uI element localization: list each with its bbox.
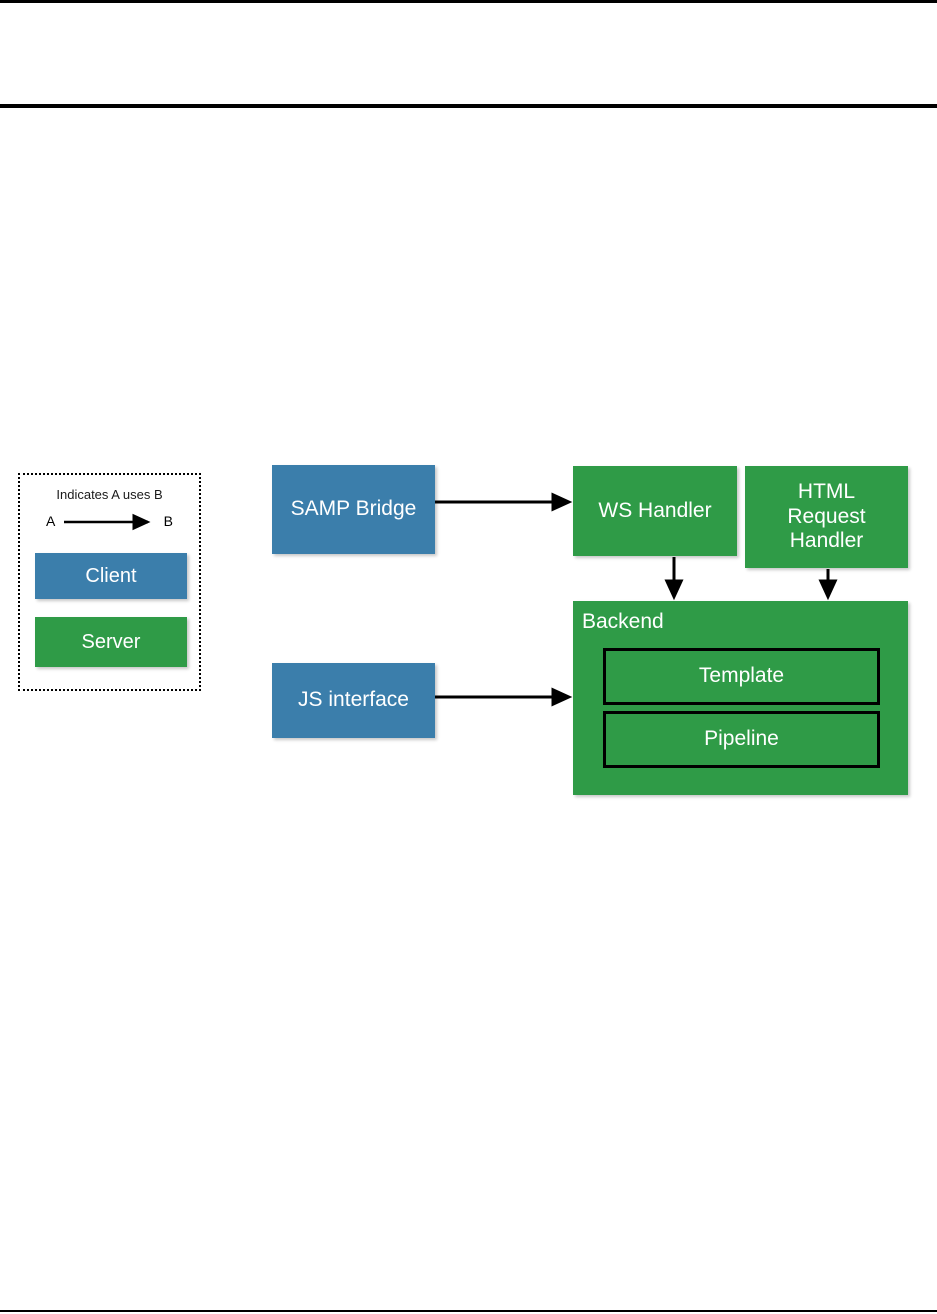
node-js-interface: JS interface [272,663,435,738]
node-ws-handler-label: WS Handler [598,498,712,522]
node-backend: Backend Template Pipeline [573,601,908,795]
legend-key-server: Server [35,617,187,667]
node-samp-bridge: SAMP Bridge [272,465,435,554]
node-template-label: Template [698,664,785,688]
legend-arrow-icon [64,513,151,531]
node-html-request-handler-label-line-2: Request [787,504,866,528]
node-pipeline: Pipeline [603,711,880,768]
node-js-interface-label: JS interface [298,688,409,712]
page-rule-bottom [0,1310,937,1312]
legend-key-server-label: Server [81,630,141,653]
node-template: Template [603,648,880,705]
legend-arrow-row: A B [20,511,199,533]
node-html-request-handler: HTML Request Handler [745,466,908,568]
node-backend-label: Backend [582,610,664,633]
legend-caption: Indicates A uses B [56,487,163,502]
legend-key-client: Client [35,553,187,599]
node-pipeline-label: Pipeline [704,727,779,751]
page-rule-header [0,104,937,108]
legend-key-client-label: Client [85,564,137,587]
legend-box: Indicates A uses B A B Client Server [18,473,201,691]
legend-label-a: A [46,513,56,529]
node-samp-bridge-label: SAMP Bridge [290,497,417,521]
node-html-request-handler-label-line-1: HTML [797,479,856,503]
page-rule-top [0,0,937,3]
node-html-request-handler-label-line-3: Handler [789,529,864,553]
node-ws-handler: WS Handler [573,466,737,556]
legend-label-b: B [163,513,173,529]
